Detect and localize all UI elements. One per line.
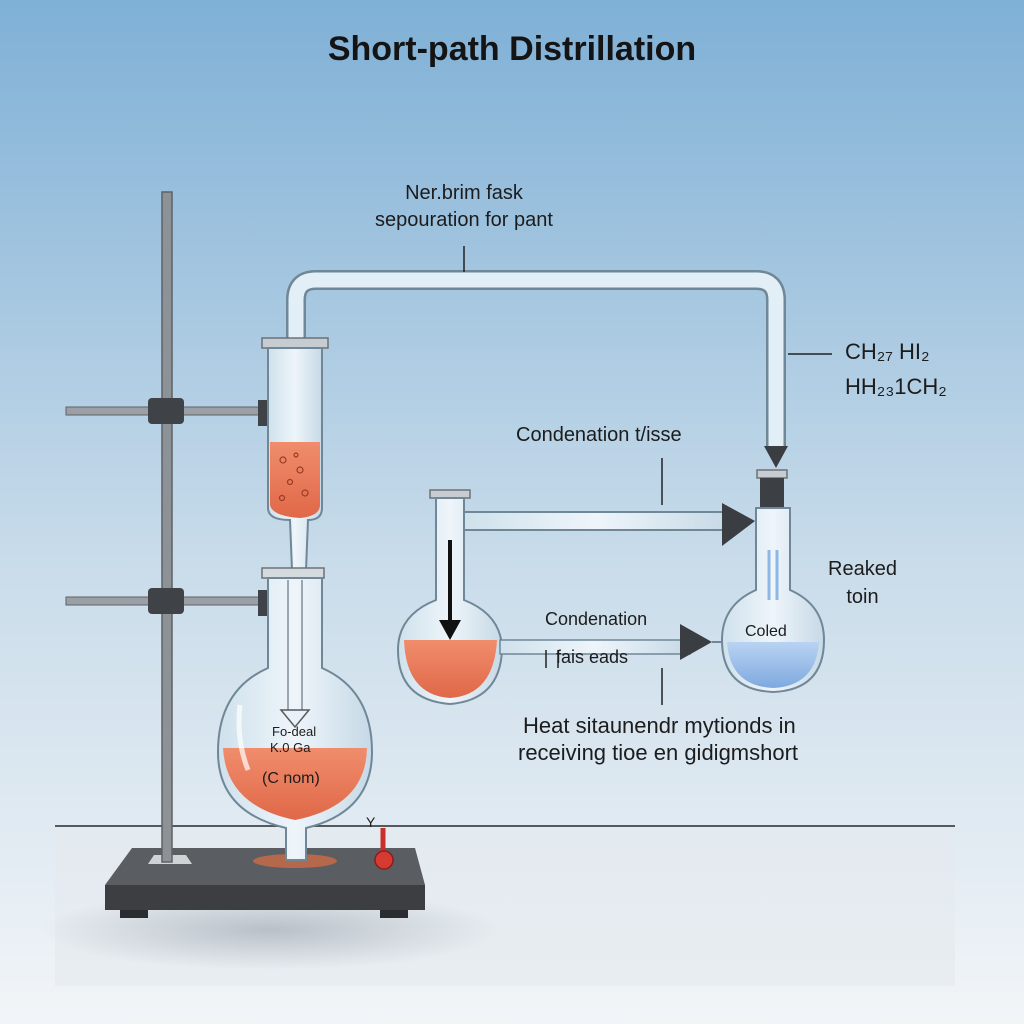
left-column (261, 337, 329, 571)
leader-lines (463, 246, 832, 705)
label-top-line2: sepouration for pant (375, 209, 553, 231)
label-flask-line1: Fo-deal (272, 724, 317, 739)
label-bottom-line1: Heat sitaunendr mytionds in (523, 713, 796, 738)
label-condensation-mid: Condenation (545, 609, 648, 629)
label-top-line1: Ner.brim fask (405, 182, 523, 204)
hotplate (105, 848, 425, 918)
label-coled: Coled (745, 623, 787, 640)
thermometer-indicator (374, 828, 394, 870)
condenser-assembly (396, 489, 755, 706)
boiling-flask (216, 567, 374, 861)
stand-rod (161, 191, 173, 863)
label-flask-line3: (C nom) (262, 770, 320, 787)
label-formula-line2: HH₂₃1CH₂ (845, 374, 947, 399)
label-bottom-line2: receiving tioe en gidigmshort (518, 740, 799, 765)
label-formula-line1: CH₂₇ HI₂ (845, 339, 930, 364)
top-head-tube (286, 270, 788, 468)
label-condensation-top: Condenation t/isse (516, 424, 682, 446)
label-thermo-mark: Y (366, 814, 376, 830)
receiving-flask (720, 469, 826, 694)
label-reaked-line2: toin (846, 586, 879, 608)
diagram-title: Short-path Distrillation (327, 30, 697, 68)
label-reaked-line1: Reaked (828, 558, 897, 580)
label-flask-line2: K.0 Ga (270, 740, 311, 755)
label-fais-eads: fais eads (556, 647, 629, 667)
